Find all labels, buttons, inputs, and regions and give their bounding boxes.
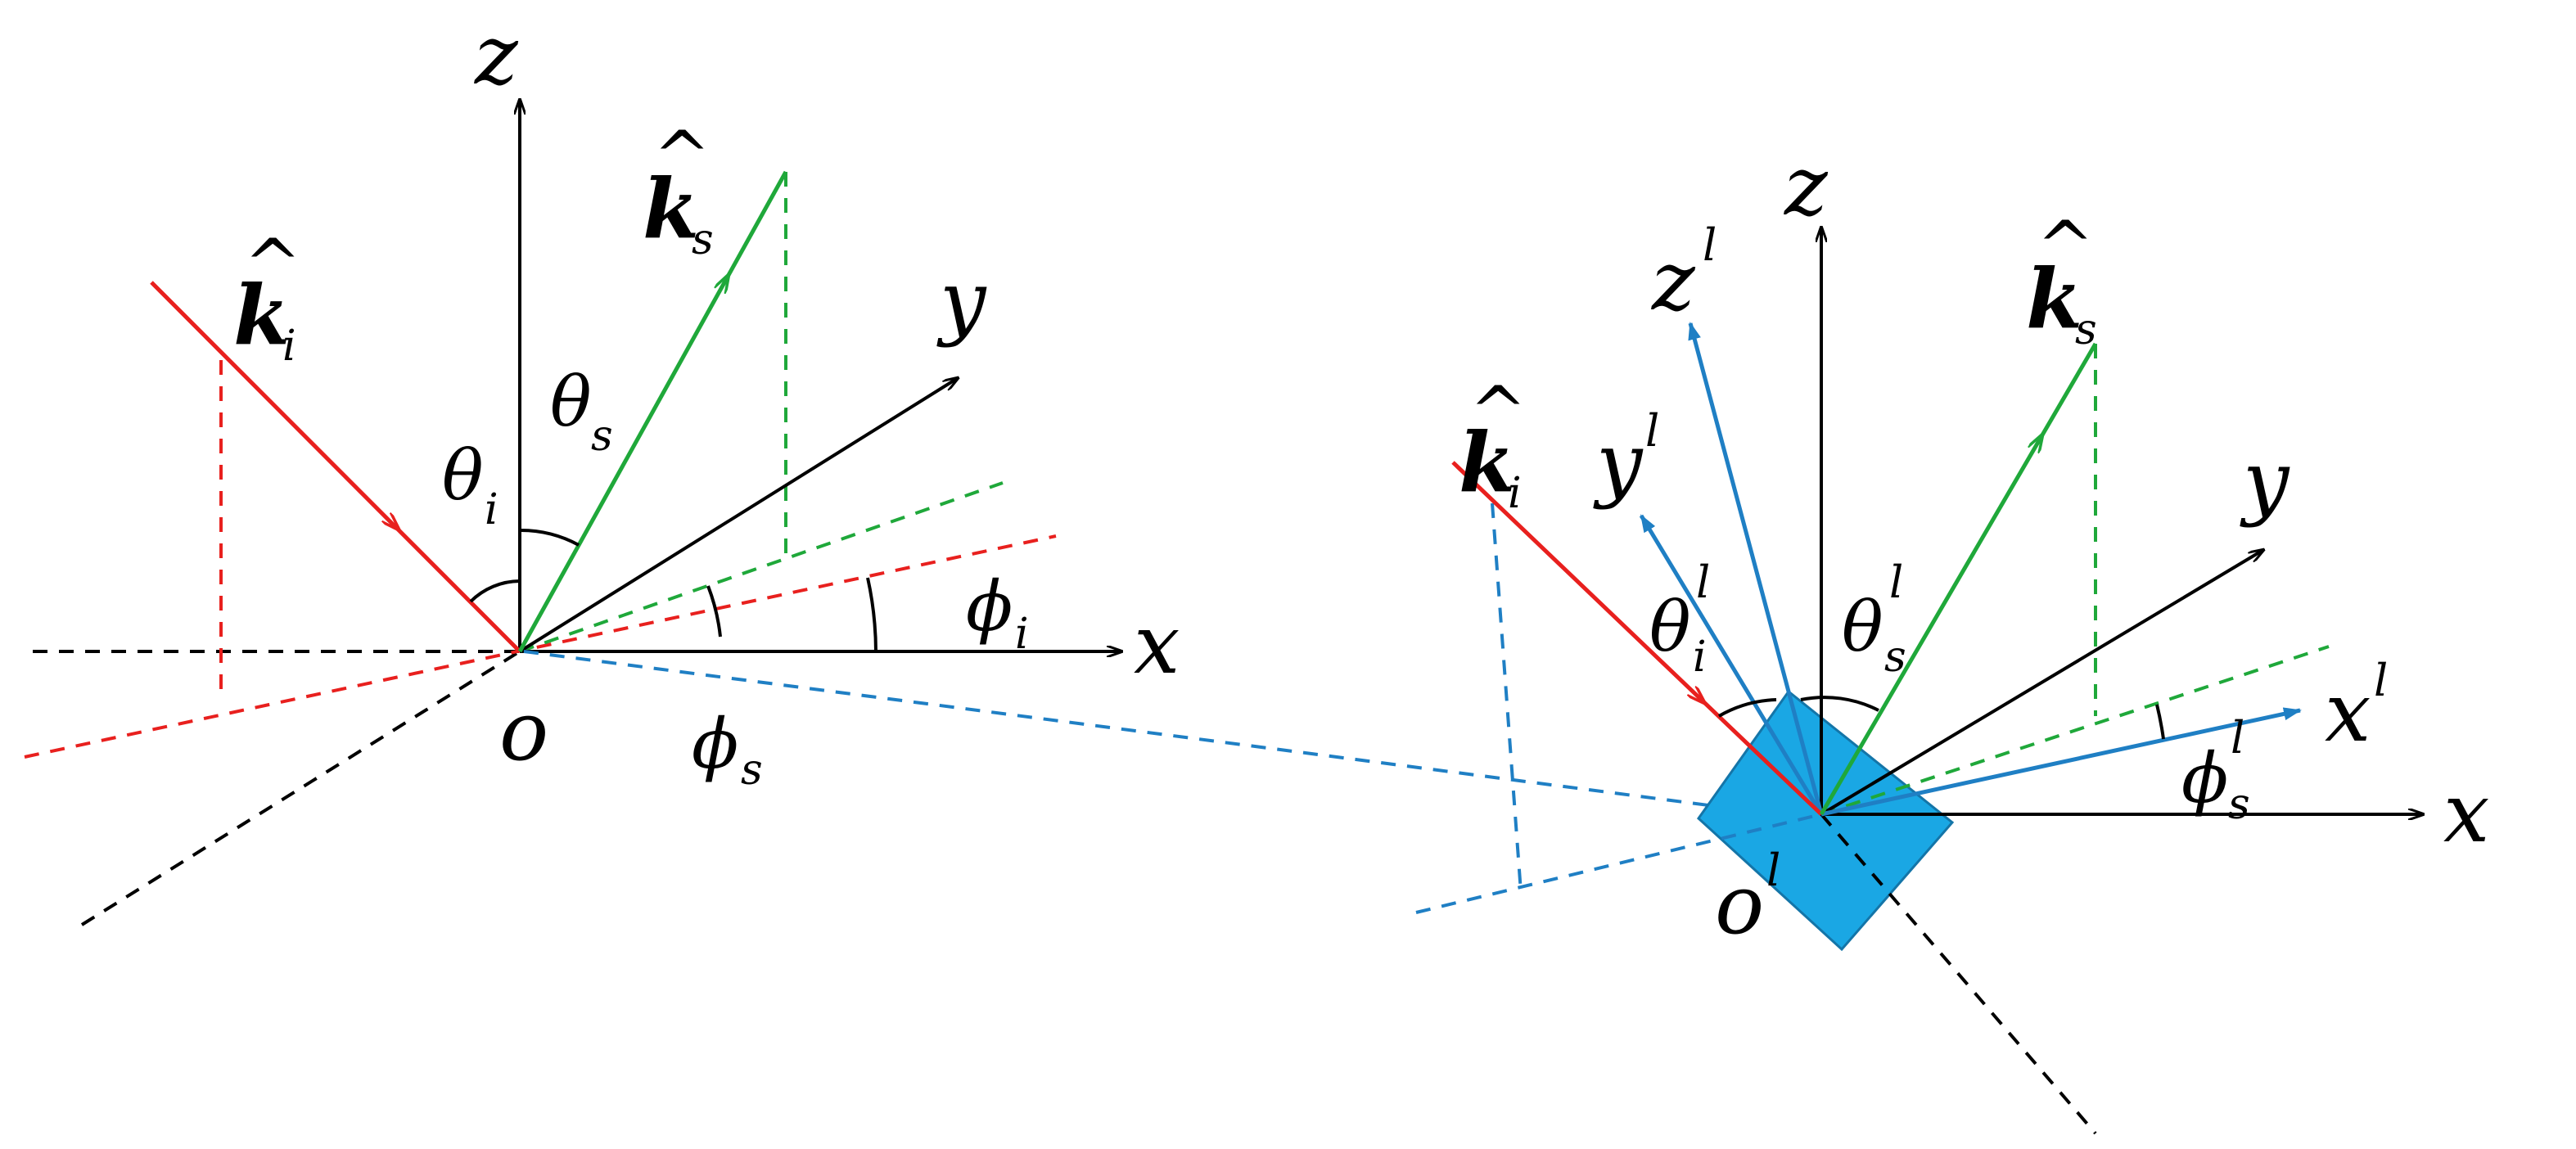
right-theta-s-arc bbox=[1800, 696, 1879, 712]
svg-text:ϕ: ϕ bbox=[966, 566, 1013, 647]
svg-text:^: ^ bbox=[653, 116, 711, 196]
right-local-z-label: z l bbox=[1651, 219, 1717, 329]
svg-text:θ: θ bbox=[1842, 587, 1884, 667]
left-z-axis-label: z bbox=[474, 7, 519, 103]
left-theta-s-arc bbox=[519, 528, 580, 547]
svg-text:θ: θ bbox=[550, 362, 592, 442]
svg-text:i: i bbox=[1508, 469, 1522, 518]
svg-text:l: l bbox=[1703, 219, 1717, 271]
svg-text:^: ^ bbox=[2037, 206, 2094, 286]
svg-text:θ: θ bbox=[442, 435, 484, 516]
right-y-axis bbox=[1820, 550, 2263, 816]
svg-text:z: z bbox=[1651, 233, 1696, 329]
left-theta-i-arc bbox=[469, 579, 521, 603]
left-k-scattered-label: ^ k s bbox=[643, 116, 714, 264]
right-local-y-axis bbox=[1639, 514, 1824, 816]
svg-text:s: s bbox=[692, 215, 714, 264]
svg-text:ϕ: ϕ bbox=[2181, 738, 2228, 818]
frame-connector-upper-dashed bbox=[523, 650, 1716, 808]
svg-text:^: ^ bbox=[1469, 372, 1527, 452]
svg-text:k: k bbox=[643, 160, 699, 257]
svg-text:s: s bbox=[741, 746, 763, 795]
right-origin-label: o l bbox=[1715, 845, 1780, 953]
svg-text:k: k bbox=[1459, 414, 1515, 511]
svg-text:i: i bbox=[1693, 633, 1707, 682]
right-local-y-label: y l bbox=[1593, 405, 1659, 511]
left-k-incident-label: ^ k i bbox=[233, 224, 301, 371]
svg-text:k: k bbox=[233, 267, 290, 363]
svg-text:l: l bbox=[2231, 712, 2244, 764]
svg-text:o: o bbox=[1715, 857, 1764, 953]
right-scattered-projection-dashed bbox=[1820, 645, 2330, 816]
right-theta-i-arc bbox=[1718, 698, 1777, 718]
left-frame: z y x o ^ k i ^ k s θ i θ s ϕ i ϕ s bbox=[24, 7, 1180, 926]
right-k-scattered-label: ^ k s bbox=[2026, 206, 2097, 354]
left-negative-y-dashed bbox=[80, 650, 521, 926]
svg-text:^: ^ bbox=[244, 224, 301, 304]
svg-text:l: l bbox=[1889, 556, 1903, 608]
right-x-axis-label: x bbox=[2443, 765, 2489, 861]
left-theta-s-label: θ s bbox=[550, 362, 613, 461]
right-scattered-ray bbox=[1819, 342, 2098, 816]
svg-text:l: l bbox=[2374, 655, 2388, 706]
left-phi-i-label: ϕ i bbox=[966, 566, 1029, 659]
svg-text:s: s bbox=[2228, 780, 2250, 829]
svg-text:θ: θ bbox=[1649, 587, 1691, 667]
right-local-x-label: x l bbox=[2325, 655, 2388, 760]
svg-text:l: l bbox=[1696, 556, 1710, 608]
right-facet-projection-dashed bbox=[1415, 813, 1822, 914]
left-scattered-projection-dashed bbox=[519, 481, 1004, 653]
svg-text:i: i bbox=[1015, 610, 1029, 659]
right-local-x-axis bbox=[1820, 707, 2302, 817]
svg-text:ϕ: ϕ bbox=[692, 704, 738, 784]
right-negative-y-dashed bbox=[1820, 813, 2097, 1135]
right-y-axis-label: y bbox=[2240, 433, 2290, 529]
svg-text:s: s bbox=[2075, 305, 2097, 354]
right-theta-i-label: θ l i bbox=[1649, 556, 1710, 682]
right-incident-drop-dashed bbox=[1491, 502, 1523, 893]
svg-text:l: l bbox=[1645, 405, 1659, 457]
right-frame: z y x z l y l x l o l ^ k i ^ k s θ bbox=[1415, 138, 2489, 1135]
right-k-incident-label: ^ k i bbox=[1459, 372, 1527, 518]
svg-text:x: x bbox=[2325, 665, 2371, 760]
left-phi-s-label: ϕ s bbox=[692, 704, 763, 795]
left-incident-projection-dashed bbox=[24, 534, 1057, 759]
svg-text:i: i bbox=[282, 322, 296, 371]
right-incident-ray bbox=[1451, 461, 1823, 816]
left-y-axis bbox=[518, 378, 958, 653]
right-local-z-axis bbox=[1688, 322, 1824, 815]
svg-text:k: k bbox=[2026, 250, 2082, 347]
left-scattered-ray bbox=[517, 170, 788, 653]
left-origin-label: o bbox=[499, 683, 548, 779]
svg-text:y: y bbox=[1593, 415, 1644, 511]
right-phi-s-label: ϕ l s bbox=[2181, 712, 2250, 829]
svg-text:i: i bbox=[485, 485, 499, 534]
right-phi-s-arc bbox=[2155, 704, 2165, 740]
svg-text:s: s bbox=[1884, 633, 1906, 682]
left-incident-ray bbox=[150, 281, 521, 653]
left-phi-i-arc bbox=[866, 577, 877, 652]
right-z-axis-label: z bbox=[1784, 138, 1829, 234]
left-x-axis-label: x bbox=[1134, 597, 1180, 692]
left-y-axis-label: y bbox=[936, 253, 987, 349]
svg-text:l: l bbox=[1766, 845, 1780, 896]
left-theta-i-label: θ i bbox=[442, 435, 499, 534]
left-phi-s-arc bbox=[706, 585, 722, 638]
svg-text:s: s bbox=[591, 412, 613, 461]
right-theta-s-label: θ l s bbox=[1842, 556, 1906, 682]
